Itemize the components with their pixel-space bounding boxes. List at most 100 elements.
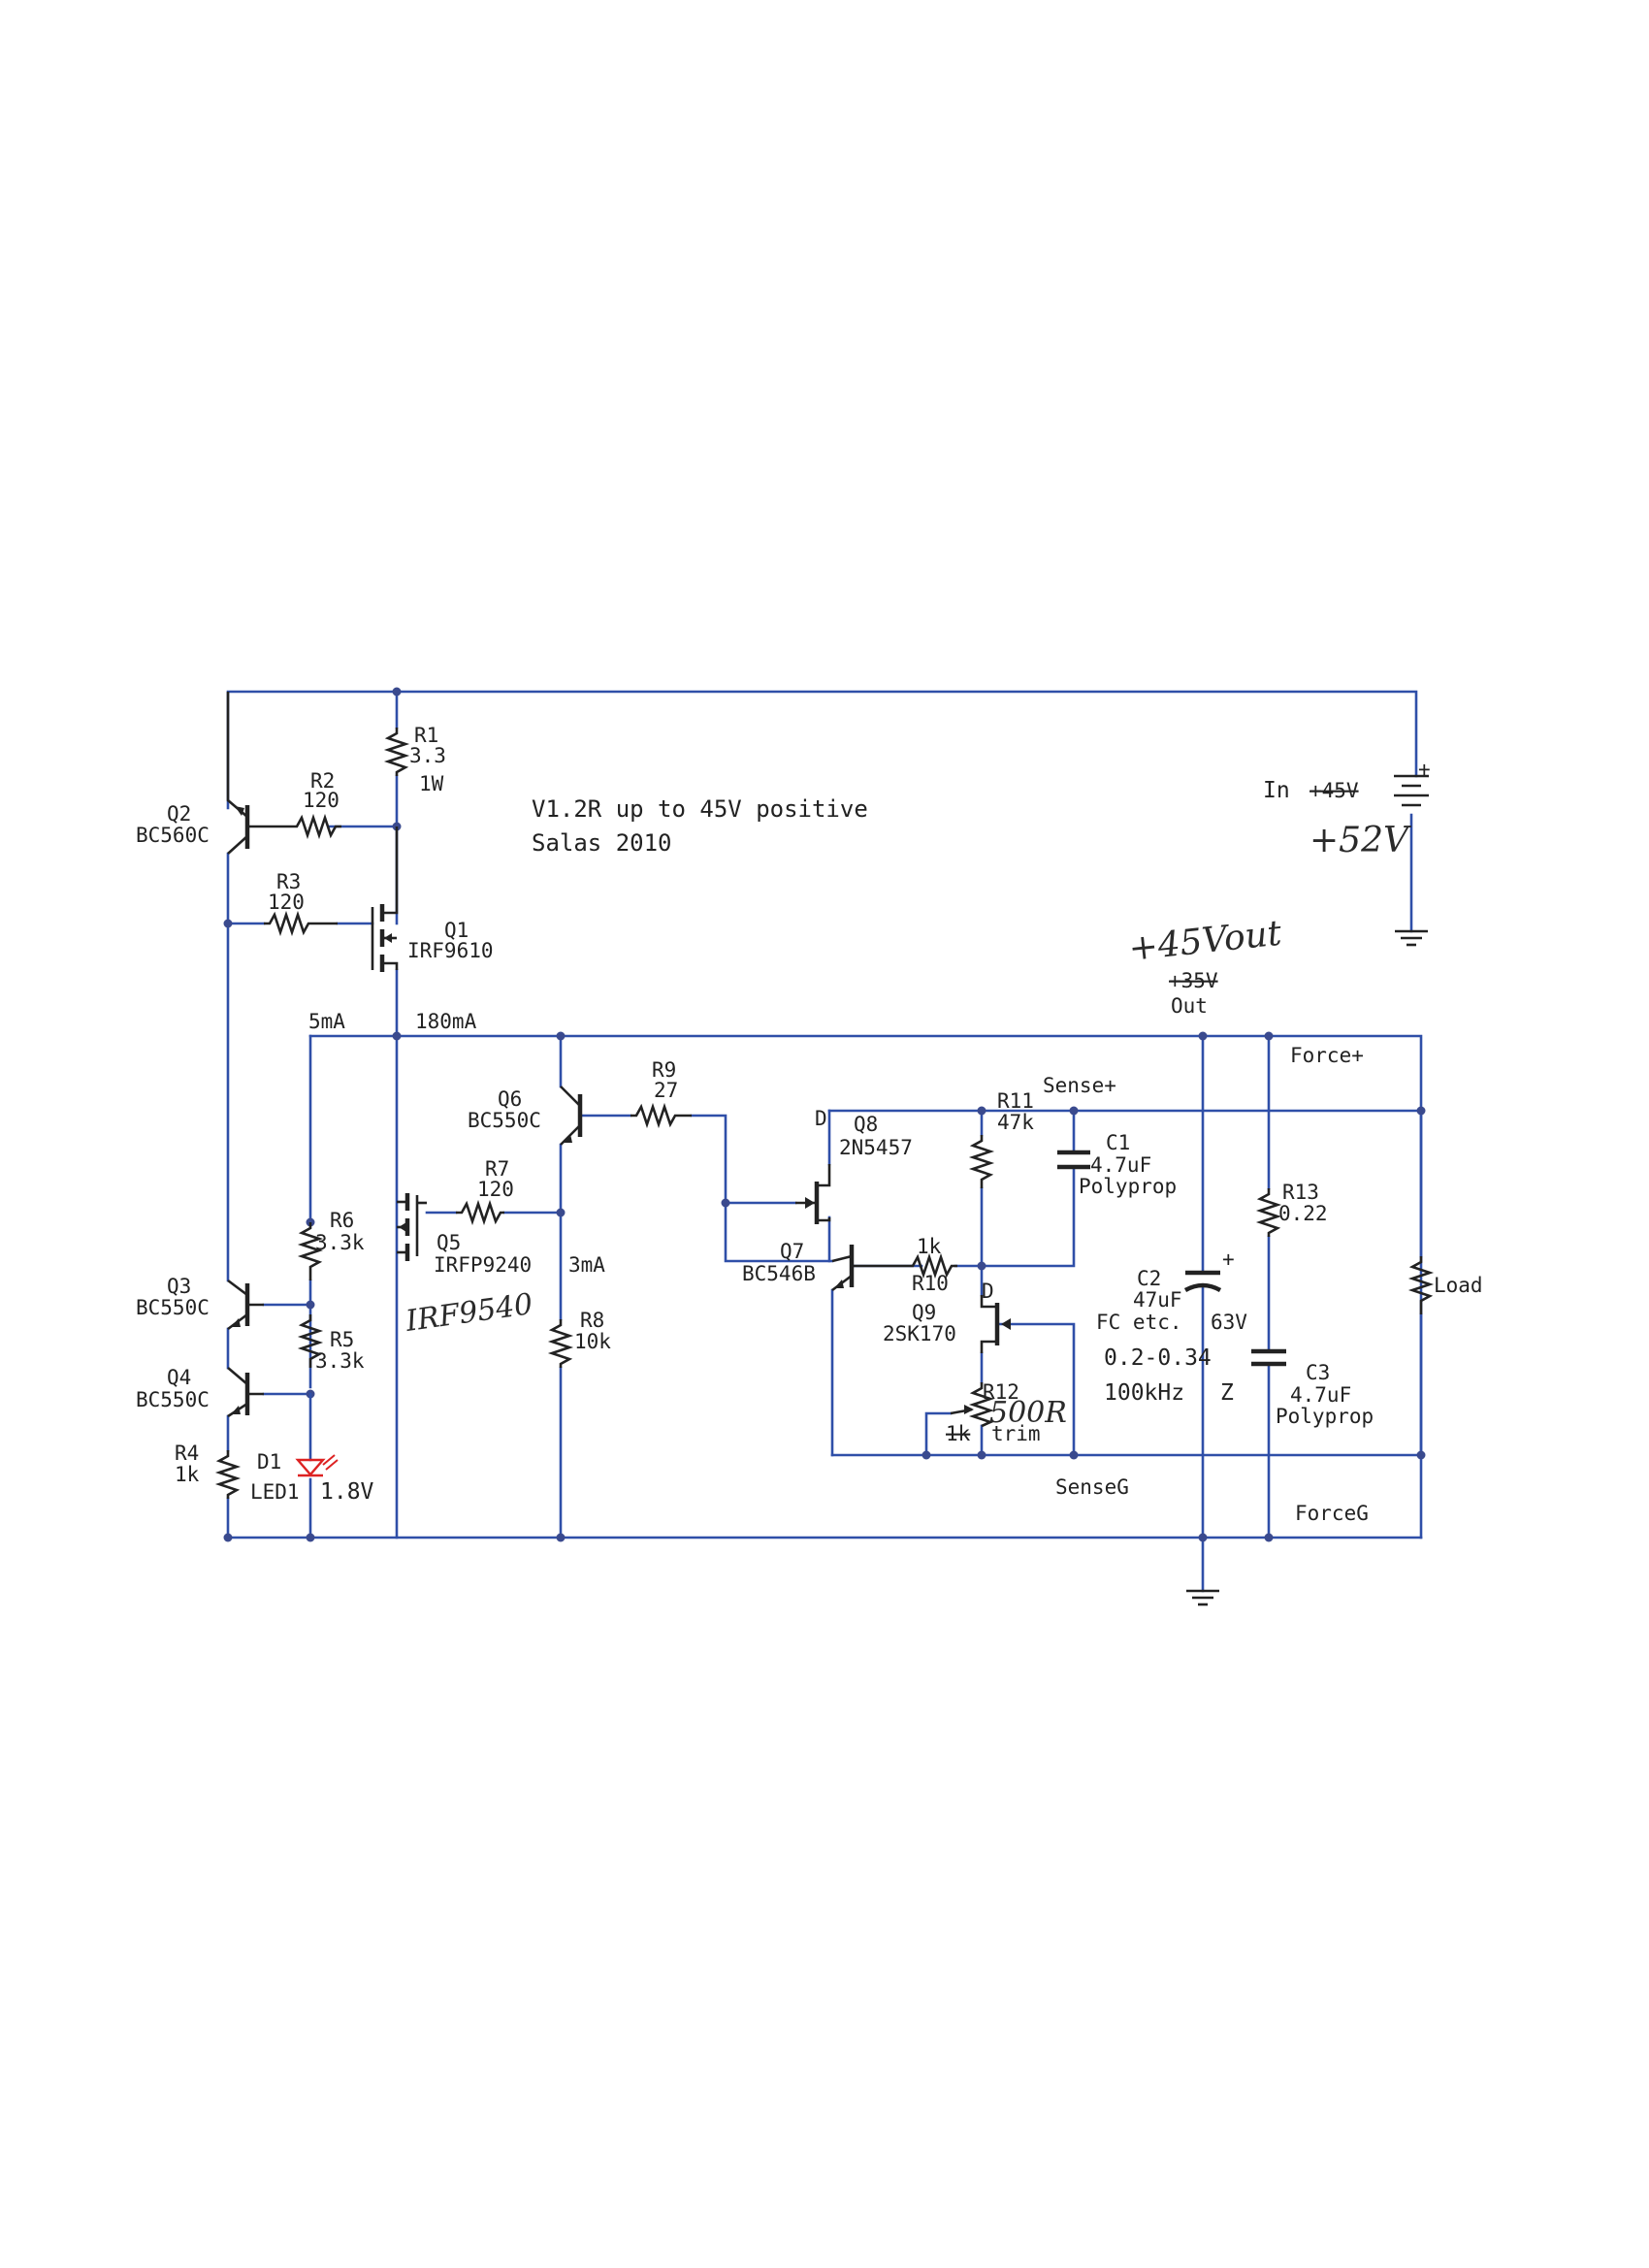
q9-njfet xyxy=(980,1295,1011,1353)
d1-voltage-label: 1.8V xyxy=(320,1479,374,1505)
r11-name-label: R11 xyxy=(997,1089,1034,1113)
r7-value-label: 120 xyxy=(477,1178,514,1201)
c1-capacitor xyxy=(1057,1150,1090,1170)
title-line1: V1.2R up to 45V positive xyxy=(532,795,868,823)
r11-value-label: 47k xyxy=(997,1111,1034,1134)
sense-g-label: SenseG xyxy=(1055,1475,1129,1499)
r12-trimmer xyxy=(968,1382,995,1428)
i-5ma-label: 5mA xyxy=(308,1010,345,1033)
wires xyxy=(226,690,1423,1593)
c3-name-label: C3 xyxy=(1306,1361,1330,1384)
q5-part-label: IRFP9240 xyxy=(434,1253,532,1277)
q9-part-label: 2SK170 xyxy=(883,1322,956,1345)
q1-name-label: Q1 xyxy=(444,919,469,942)
q6-name-label: Q6 xyxy=(498,1087,522,1111)
ground-symbol-input xyxy=(1395,929,1428,947)
i-3ma-label: 3mA xyxy=(568,1253,605,1277)
title-line2: Salas 2010 xyxy=(532,829,672,857)
out-label-label: Out xyxy=(1171,994,1208,1018)
c3-value-label: 4.7uF xyxy=(1290,1383,1351,1407)
r5-value-label: 3.3k xyxy=(315,1349,365,1373)
q8-njfet xyxy=(795,1164,831,1224)
r1-value-label: 3.3 xyxy=(409,744,446,767)
q5-pmosfet xyxy=(397,1193,427,1261)
r9-value-label: 27 xyxy=(654,1079,678,1102)
input-battery xyxy=(1394,774,1429,807)
q8-part-label: 2N5457 xyxy=(839,1136,913,1159)
r4-value-label: 1k xyxy=(175,1463,200,1486)
r6-resistor xyxy=(297,1222,324,1280)
r12-name-label: R12 xyxy=(983,1380,1019,1404)
out-hand-label: +45Vout xyxy=(1127,914,1284,969)
q1-part-label: IRF9610 xyxy=(407,939,494,962)
r3-name-label: R3 xyxy=(276,870,301,893)
force-plus-label: Force+ xyxy=(1290,1044,1364,1067)
c3-capacitor xyxy=(1251,1348,1286,1367)
r2-value-label: 120 xyxy=(303,789,340,812)
z-freq-label: 100kHz xyxy=(1104,1380,1184,1406)
c2-type-label: FC etc. xyxy=(1096,1311,1182,1334)
load-label: Load xyxy=(1434,1274,1483,1297)
q2-part-label: BC560C xyxy=(136,824,210,847)
q9-name-label: Q9 xyxy=(912,1301,936,1324)
c1-type-label: Polyprop xyxy=(1079,1175,1177,1198)
q4-part-label: BC550C xyxy=(136,1388,210,1411)
r8-resistor xyxy=(547,1319,574,1368)
q7-npn-transistor xyxy=(831,1245,907,1292)
q3-name-label: Q3 xyxy=(167,1275,191,1298)
c2-capacitor xyxy=(1183,1270,1222,1293)
q2-pnp-transistor xyxy=(226,692,291,855)
r5-resistor xyxy=(297,1314,324,1368)
q7-name-label: Q7 xyxy=(780,1240,804,1263)
q8-d-label: D xyxy=(815,1107,827,1130)
c2-value-label: 47uF xyxy=(1133,1288,1182,1312)
r13-resistor xyxy=(1255,1188,1282,1237)
r7-resistor xyxy=(456,1199,504,1226)
r10-name-label: R10 xyxy=(912,1272,949,1295)
q8-name-label: Q8 xyxy=(854,1113,878,1136)
q6-npn-transistor xyxy=(560,1085,583,1146)
c2-plus-label: + xyxy=(1222,1247,1235,1271)
r10-resistor xyxy=(907,1252,957,1280)
r9-name-label: R9 xyxy=(652,1058,676,1082)
r13-name-label: R13 xyxy=(1282,1181,1319,1204)
resistors xyxy=(214,728,1435,1499)
q2-name-label: Q2 xyxy=(167,802,191,826)
load-resistor xyxy=(1407,1256,1435,1314)
c2-voltage-label: 63V xyxy=(1211,1311,1247,1334)
q3-part-label: BC550C xyxy=(136,1296,210,1319)
ground-symbol-output xyxy=(1186,1589,1219,1606)
z-symbol-label: Z xyxy=(1220,1380,1234,1406)
r5-name-label: R5 xyxy=(330,1328,354,1351)
r4-resistor xyxy=(214,1450,242,1499)
in-label-label: In xyxy=(1263,778,1290,803)
r1-resistor xyxy=(383,728,410,776)
component-labels: V1.2R up to 45V positive Salas 2010 Q2 B… xyxy=(136,724,1483,1525)
out-old-label: +35V xyxy=(1169,969,1218,992)
d1-name-label: D1 xyxy=(257,1450,281,1474)
q5-hand-label: IRF9540 xyxy=(403,1287,534,1339)
r6-value-label: 3.3k xyxy=(315,1231,365,1254)
r11-resistor xyxy=(968,1135,995,1188)
r2-resistor xyxy=(291,813,341,840)
d1-part-label: LED1 xyxy=(250,1480,300,1504)
c1-name-label: C1 xyxy=(1106,1131,1130,1154)
c2-name-label: C2 xyxy=(1137,1267,1161,1290)
q1-pmosfet xyxy=(371,826,399,972)
i-180ma-label: 180mA xyxy=(415,1010,477,1033)
r10-value-label: 1k xyxy=(917,1235,942,1258)
r3-value-label: 120 xyxy=(268,891,305,914)
sense-plus-label: Sense+ xyxy=(1043,1074,1116,1097)
z-range-label: 0.2-0.34 xyxy=(1104,1345,1212,1371)
c3-type-label: Polyprop xyxy=(1276,1405,1374,1428)
r13-value-label: 0.22 xyxy=(1278,1202,1328,1225)
q9-d-label: D xyxy=(982,1280,994,1303)
q6-part-label: BC550C xyxy=(468,1109,541,1132)
in-old-label: +45V xyxy=(1310,779,1359,802)
r1-name-label: R1 xyxy=(414,724,438,747)
force-g-label: ForceG xyxy=(1295,1502,1369,1525)
q4-npn-transistor xyxy=(227,1367,264,1418)
q5-name-label: Q5 xyxy=(436,1231,461,1254)
d1-led xyxy=(295,1392,339,1477)
